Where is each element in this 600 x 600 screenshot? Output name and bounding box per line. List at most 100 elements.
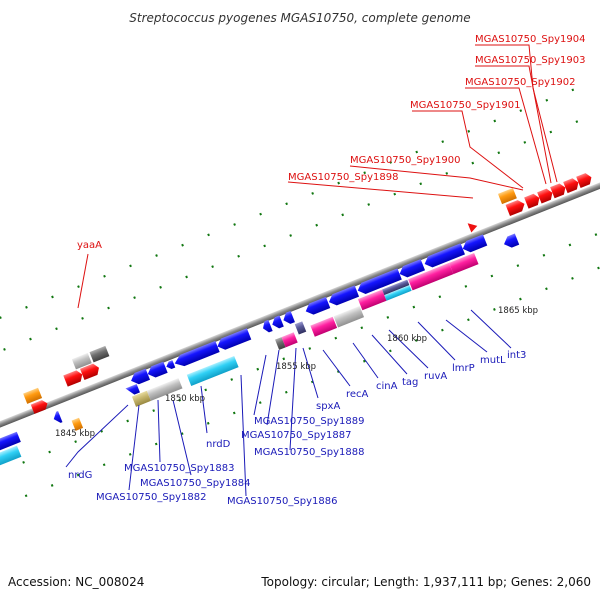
leader-spy1904 bbox=[475, 44, 558, 183]
gene-gray-block[interactable] bbox=[71, 352, 92, 370]
blue-leader-lines bbox=[65, 309, 512, 497]
gene-magenta-block[interactable] bbox=[357, 289, 387, 311]
gene-blue-arrow[interactable] bbox=[0, 431, 21, 461]
gene-orange-block[interactable] bbox=[71, 417, 84, 431]
gene-blue-arrow[interactable] bbox=[52, 410, 63, 425]
gene-label-ruvA[interactable]: ruvA bbox=[424, 371, 447, 382]
gene-dark-block[interactable] bbox=[275, 337, 286, 350]
gene-label-spy1883[interactable]: MGAS10750_Spy1883 bbox=[124, 463, 234, 474]
gene-magenta-block[interactable] bbox=[310, 316, 338, 337]
gene-olive-block[interactable] bbox=[131, 390, 151, 407]
gene-label-spxA[interactable]: spxA bbox=[316, 401, 340, 412]
gene-blue-arrow[interactable] bbox=[281, 310, 295, 326]
leader-lmrP bbox=[417, 321, 456, 361]
gene-orange-block[interactable] bbox=[23, 387, 43, 404]
gene-label-int3[interactable]: int3 bbox=[507, 350, 526, 361]
gene-dark-block[interactable] bbox=[89, 345, 110, 363]
gene-blue-arrow[interactable] bbox=[327, 285, 360, 307]
gene-purple-block[interactable] bbox=[382, 279, 410, 296]
genome-backbone bbox=[0, 169, 600, 441]
gene-blue-arrow[interactable] bbox=[173, 340, 220, 369]
gene-blue-arrow[interactable] bbox=[270, 315, 284, 330]
leader-spy1883 bbox=[157, 399, 161, 463]
gene-label-spy1903[interactable]: MGAS10750_Spy1903 bbox=[475, 55, 585, 66]
gene-label-spy1889[interactable]: MGAS10750_Spy1889 bbox=[254, 416, 364, 427]
gene-label-spy1887[interactable]: MGAS10750_Spy1887 bbox=[241, 430, 351, 441]
gene-red-arrow[interactable] bbox=[524, 192, 541, 209]
accession-text: Accession: NC_008024 bbox=[8, 575, 144, 589]
gene-label-spy1898[interactable]: MGAS10750_Spy1898 bbox=[288, 172, 398, 183]
gene-magenta-block[interactable] bbox=[449, 252, 479, 275]
leader-cinA bbox=[352, 342, 379, 379]
gene-magenta-block[interactable] bbox=[408, 262, 454, 291]
leader-spy1898 bbox=[287, 181, 474, 199]
gene-red-arrow[interactable] bbox=[563, 177, 580, 194]
gene-red-arrow[interactable] bbox=[550, 182, 567, 199]
gene-gray-block[interactable] bbox=[146, 378, 183, 401]
forward-genes bbox=[23, 172, 593, 414]
tick-label-1850: 1850 kbp bbox=[165, 394, 205, 404]
gene-red-arrow[interactable] bbox=[537, 187, 554, 204]
reverse-genes bbox=[0, 233, 520, 474]
gene-label-tag[interactable]: tag bbox=[402, 377, 418, 388]
gene-blue-arrow[interactable] bbox=[261, 319, 273, 334]
gene-label-lmrP[interactable]: lmrP bbox=[452, 363, 475, 374]
gene-blue-arrow[interactable] bbox=[502, 233, 520, 250]
gene-blue-arrow[interactable] bbox=[129, 368, 151, 387]
gene-blue-arrow[interactable] bbox=[304, 296, 331, 317]
genome-summary-text: Topology: circular; Length: 1,937,111 bp… bbox=[260, 575, 591, 589]
gene-blue-arrow[interactable] bbox=[356, 268, 402, 296]
gene-cyan-block[interactable] bbox=[186, 355, 239, 386]
tick-label-1860: 1860 kbp bbox=[387, 334, 427, 344]
gene-cyan-block[interactable] bbox=[384, 285, 412, 301]
gene-red-arrow[interactable] bbox=[30, 399, 50, 414]
leader-spy1900 bbox=[349, 165, 524, 191]
gene-label-spy1900[interactable]: MGAS10750_Spy1900 bbox=[350, 155, 460, 166]
leader-yaaA bbox=[77, 253, 89, 309]
gene-blue-arrow[interactable] bbox=[461, 234, 488, 254]
leader-spy1887 bbox=[266, 349, 280, 426]
gene-cyan-block[interactable] bbox=[0, 445, 22, 474]
gene-label-yaaA[interactable]: yaaA bbox=[77, 240, 102, 251]
gene-label-spy1882[interactable]: MGAS10750_Spy1882 bbox=[96, 492, 206, 503]
gene-label-spy1904[interactable]: MGAS10750_Spy1904 bbox=[475, 34, 585, 45]
gene-label-spy1884[interactable]: MGAS10750_Spy1884 bbox=[140, 478, 250, 489]
gene-label-recA[interactable]: recA bbox=[346, 389, 369, 400]
leader-spy1884 bbox=[172, 399, 192, 476]
gene-label-nrdG[interactable]: nrdG bbox=[68, 470, 92, 481]
gene-label-spy1901[interactable]: MGAS10750_Spy1901 bbox=[410, 100, 520, 111]
leader-spxA bbox=[302, 347, 319, 399]
gene-blue-arrow[interactable] bbox=[165, 360, 176, 370]
leader-spy1889 bbox=[253, 354, 267, 416]
leader-mutL bbox=[445, 319, 488, 353]
gene-label-nrdD[interactable]: nrdD bbox=[206, 439, 231, 450]
gene-red-triangle[interactable] bbox=[467, 220, 479, 233]
gene-label-cinA[interactable]: cinA bbox=[376, 381, 398, 392]
gene-blue-arrow[interactable] bbox=[215, 328, 252, 352]
gene-red-arrow[interactable] bbox=[63, 369, 84, 387]
gene-blue-arrow[interactable] bbox=[422, 243, 465, 269]
genome-band bbox=[0, 86, 600, 503]
gene-magenta-block[interactable] bbox=[281, 332, 298, 348]
gene-orange-block[interactable] bbox=[497, 188, 517, 205]
gene-blue-arrow[interactable] bbox=[125, 384, 140, 397]
gene-blue-arrow[interactable] bbox=[146, 361, 168, 380]
leader-spy1903 bbox=[475, 65, 552, 184]
leader-ruvA bbox=[388, 329, 429, 369]
leader-spy1902 bbox=[465, 87, 547, 185]
gene-label-spy1886[interactable]: MGAS10750_Spy1886 bbox=[227, 496, 337, 507]
gene-gray-block[interactable] bbox=[333, 306, 365, 328]
leader-spy1886 bbox=[240, 374, 247, 497]
gene-blue-arrow[interactable] bbox=[397, 259, 426, 279]
leader-spy1882 bbox=[128, 404, 140, 491]
gene-red-arrow[interactable] bbox=[505, 198, 527, 217]
gene-label-mutL[interactable]: mutL bbox=[480, 355, 506, 366]
gene-purple-block[interactable] bbox=[294, 321, 307, 335]
gene-red-arrow[interactable] bbox=[576, 172, 593, 188]
red-leader-lines bbox=[77, 44, 558, 309]
gene-red-arrow[interactable] bbox=[80, 362, 101, 381]
leader-nrdG bbox=[65, 404, 129, 468]
gene-label-spy1888[interactable]: MGAS10750_Spy1888 bbox=[254, 447, 364, 458]
gene-label-spy1902[interactable]: MGAS10750_Spy1902 bbox=[465, 77, 575, 88]
